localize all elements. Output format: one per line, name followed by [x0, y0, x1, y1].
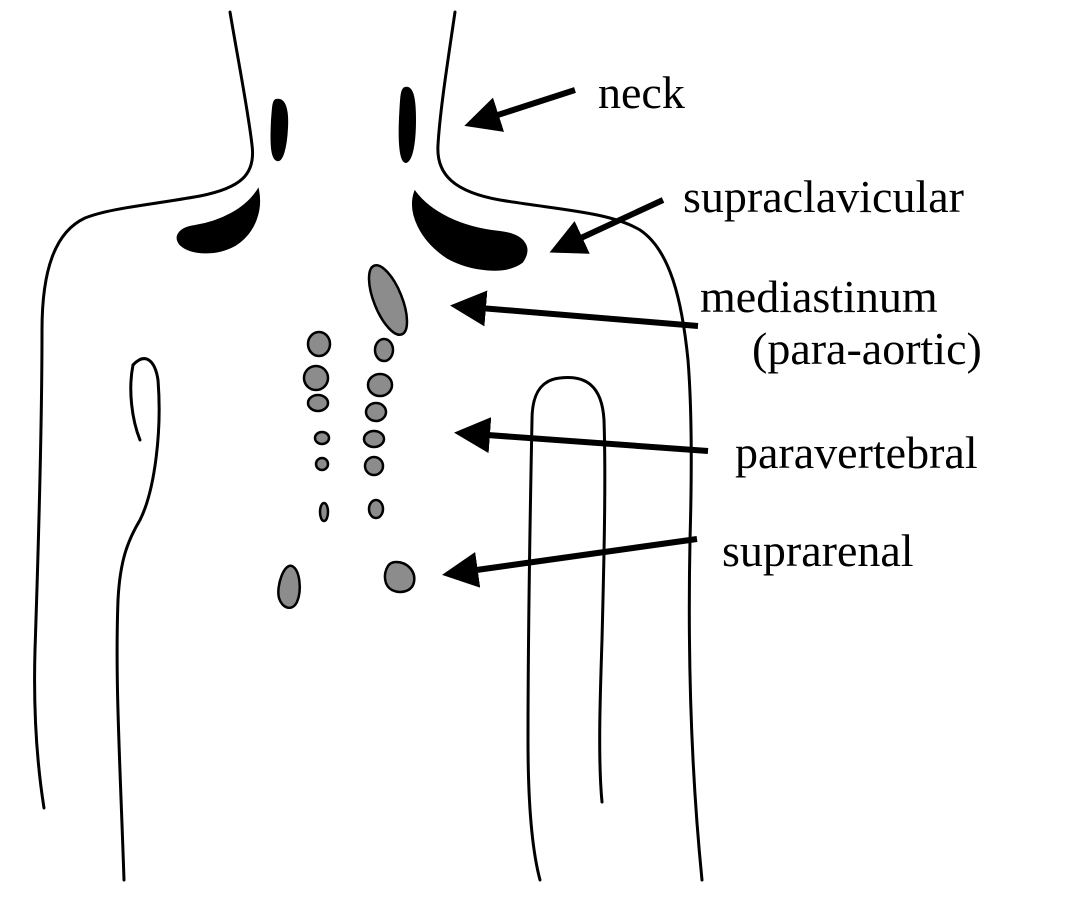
paravertebral-node	[364, 431, 384, 447]
label-para-aortic: (para-aortic)	[752, 323, 982, 374]
paravertebral-node	[308, 395, 328, 411]
paravertebral-node	[315, 432, 329, 444]
label-supraclavicular: supraclavicular	[683, 171, 964, 222]
right-suprarenal-node	[385, 562, 414, 592]
left-suprarenal-node	[278, 566, 299, 608]
label-paravertebral: paravertebral	[735, 427, 978, 478]
supraclavicular-nodes	[178, 190, 527, 270]
paravertebral-node	[369, 500, 383, 518]
neck-nodes	[272, 88, 415, 162]
supraclavicular-arrow	[555, 200, 663, 250]
paravertebral-node	[316, 458, 328, 470]
arrows	[448, 90, 708, 574]
right-supraclavicular-node	[413, 192, 526, 270]
suprarenal-arrow	[448, 539, 697, 574]
left-arm-curve	[131, 365, 140, 440]
neck-arrow	[470, 90, 575, 124]
left-supraclavicular-node	[178, 190, 259, 252]
paravertebral-node	[304, 366, 328, 390]
paravertebral-arrow	[460, 433, 708, 451]
paravertebral-nodes	[304, 332, 393, 521]
paravertebral-node	[375, 339, 393, 361]
right-neck-node	[400, 88, 415, 162]
mediastinum-arrow	[456, 306, 698, 326]
paravertebral-node	[308, 332, 330, 356]
mediastinum-node	[361, 260, 415, 339]
paravertebral-node	[320, 503, 328, 521]
label-mediastinum: mediastinum	[700, 271, 938, 322]
label-suprarenal: suprarenal	[722, 525, 914, 576]
left-neck-node	[272, 100, 288, 160]
mediastinum-nodes	[361, 260, 415, 339]
paravertebral-node	[368, 374, 392, 396]
left-neck-line	[35, 12, 253, 808]
paravertebral-node	[365, 457, 383, 475]
suprarenal-nodes	[278, 562, 414, 608]
label-neck: neck	[598, 67, 685, 118]
paravertebral-node	[366, 403, 386, 421]
right-arm-loop	[528, 377, 605, 880]
